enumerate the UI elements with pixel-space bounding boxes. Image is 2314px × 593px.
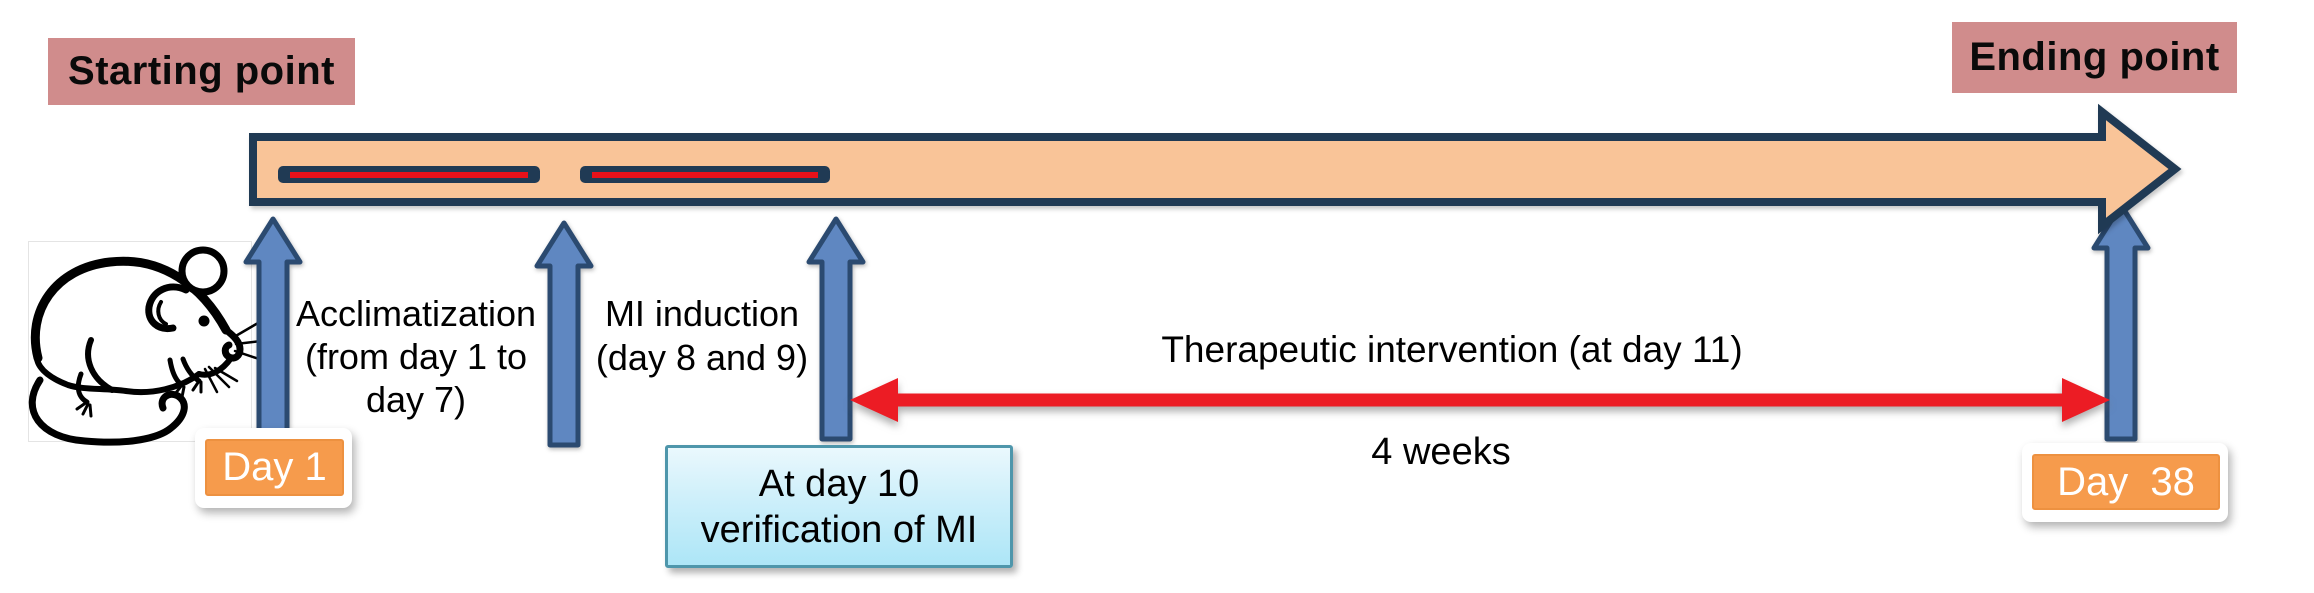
duration-label: 4 weeks — [1371, 431, 1511, 473]
day10-marker-arrow — [806, 216, 866, 442]
acclimatization-segment-bar — [278, 166, 540, 183]
verification-line-2: verification of MI — [700, 508, 978, 551]
verification-box: At day 10 verification of MI — [665, 445, 1013, 568]
day38-marker-arrow — [2091, 202, 2151, 442]
mi-induction-line-2: (day 8 and 9) — [595, 337, 809, 378]
timeline-arrow — [249, 103, 2182, 235]
acclimatization-line-3: day 7) — [365, 379, 467, 420]
acclimatization-line-2: (from day 1 to — [304, 336, 528, 377]
starting-point-label: Starting point — [48, 38, 355, 105]
acclimatization-label: Acclimatization (from day 1 to day 7) — [266, 292, 566, 421]
day-38-badge-text: Day 38 — [2032, 454, 2220, 510]
verification-line-1: At day 10 — [758, 462, 920, 505]
day-1-badge-text: Day 1 — [205, 439, 344, 496]
day-38-badge: Day 38 — [2022, 443, 2228, 522]
mi-induction-line-1: MI induction — [604, 293, 800, 334]
mouse-icon — [28, 246, 260, 446]
mi-induction-marker-arrow — [534, 220, 594, 448]
duration-arrow — [850, 378, 2110, 422]
acclimatization-line-1: Acclimatization — [295, 293, 537, 334]
mi-induction-label: MI induction (day 8 and 9) — [550, 292, 854, 380]
day-1-badge: Day 1 — [195, 428, 352, 508]
timeline-arrow-body — [249, 103, 2182, 235]
therapeutic-intervention-label: Therapeutic intervention (at day 11) — [1161, 329, 1743, 370]
ending-point-label: Ending point — [1952, 22, 2237, 93]
mi-induction-segment-bar — [580, 166, 830, 183]
